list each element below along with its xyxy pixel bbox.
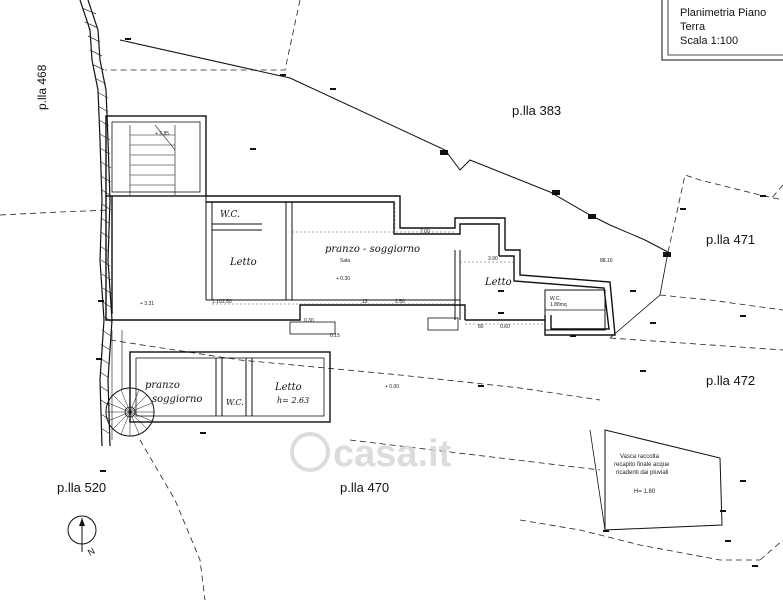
compass-arrow-icon bbox=[79, 518, 85, 526]
room-labels: W.C. Letto pranzo - soggiorno Letto pran… bbox=[145, 210, 512, 407]
dim-sala: Sala bbox=[340, 258, 350, 264]
parcel-labels: p.lla 468 p.lla 383 p.lla 471 p.lla 472 … bbox=[35, 64, 755, 495]
dim-250b: 2.50 bbox=[395, 299, 405, 305]
tank-line-1: Vasca raccolta bbox=[620, 454, 660, 460]
dim-8810: 88.10 bbox=[600, 258, 613, 264]
tank-line-2: recapito finale acque bbox=[614, 462, 670, 468]
dim-030b: 0.30 bbox=[304, 318, 314, 324]
room-letto-1: Letto bbox=[229, 257, 257, 268]
parcel-472: p.lla 472 bbox=[706, 373, 755, 388]
room-letto-2: Letto bbox=[484, 277, 512, 288]
dim-plus-030: + 0.30 bbox=[336, 276, 350, 282]
title-line-2: Terra bbox=[680, 21, 706, 33]
dim-015: 0.15 bbox=[330, 333, 340, 339]
dim-250a: 2.50 bbox=[222, 299, 232, 305]
room-soggiorno-2: soggiorno bbox=[152, 394, 202, 405]
room-wc-bottom: W.C. bbox=[226, 398, 244, 407]
title-line-1: Planimetria Piano bbox=[680, 7, 766, 19]
dim-wc-small: W.C. bbox=[550, 296, 561, 302]
tank-height: H= 1.80 bbox=[634, 489, 656, 495]
parcel-383: p.lla 383 bbox=[512, 103, 561, 118]
dim-331: + 3.31 bbox=[140, 301, 154, 307]
dim-390: 3.90 bbox=[488, 256, 498, 262]
room-pranzo-soggiorno-1: pranzo - soggiorno bbox=[325, 244, 420, 255]
dimension-lines bbox=[212, 203, 545, 325]
title-block: Planimetria Piano Terra Scala 1:100 bbox=[661, 0, 783, 61]
watermark: casa.it bbox=[290, 432, 452, 475]
dim-80: 80 bbox=[478, 324, 484, 330]
north-compass: N bbox=[67, 515, 97, 558]
dim-060: 0.60 bbox=[500, 324, 510, 330]
parcel-468: p.lla 468 bbox=[35, 64, 49, 110]
title-scale: Scala 1:100 bbox=[680, 35, 738, 47]
watermark-text: casa.it bbox=[333, 433, 452, 475]
dim-700: 7.00 bbox=[420, 229, 430, 235]
room-pranzo-2: pranzo bbox=[145, 380, 180, 391]
dim-285: + 2.85 bbox=[155, 131, 169, 137]
dim-110: 1.10 bbox=[212, 299, 222, 305]
dim-13: 13 bbox=[362, 299, 368, 305]
compass-label: N bbox=[86, 546, 97, 558]
room-letto-3: Letto bbox=[274, 382, 302, 393]
tank-note: Vasca raccolta recapito finale acque ric… bbox=[614, 454, 670, 495]
survey-markers bbox=[96, 38, 766, 567]
parcel-471: p.lla 471 bbox=[706, 232, 755, 247]
room-wc-top: W.C. bbox=[220, 210, 240, 220]
room-letto-3-height: h= 2.63 bbox=[277, 396, 309, 405]
parcel-470: p.lla 470 bbox=[340, 480, 389, 495]
watermark-logo-icon bbox=[290, 432, 330, 472]
parcel-520: p.lla 520 bbox=[57, 480, 106, 495]
dimension-texts: Sala + 0.30 7.00 3.90 2.50 1.10 2.50 13 … bbox=[140, 131, 613, 390]
tank-line-3: ricadenti dai pluviali bbox=[616, 470, 668, 476]
dim-188: 1.88mq bbox=[550, 302, 567, 308]
dim-000: + 0.00 bbox=[385, 384, 399, 390]
building-walls bbox=[105, 115, 723, 531]
